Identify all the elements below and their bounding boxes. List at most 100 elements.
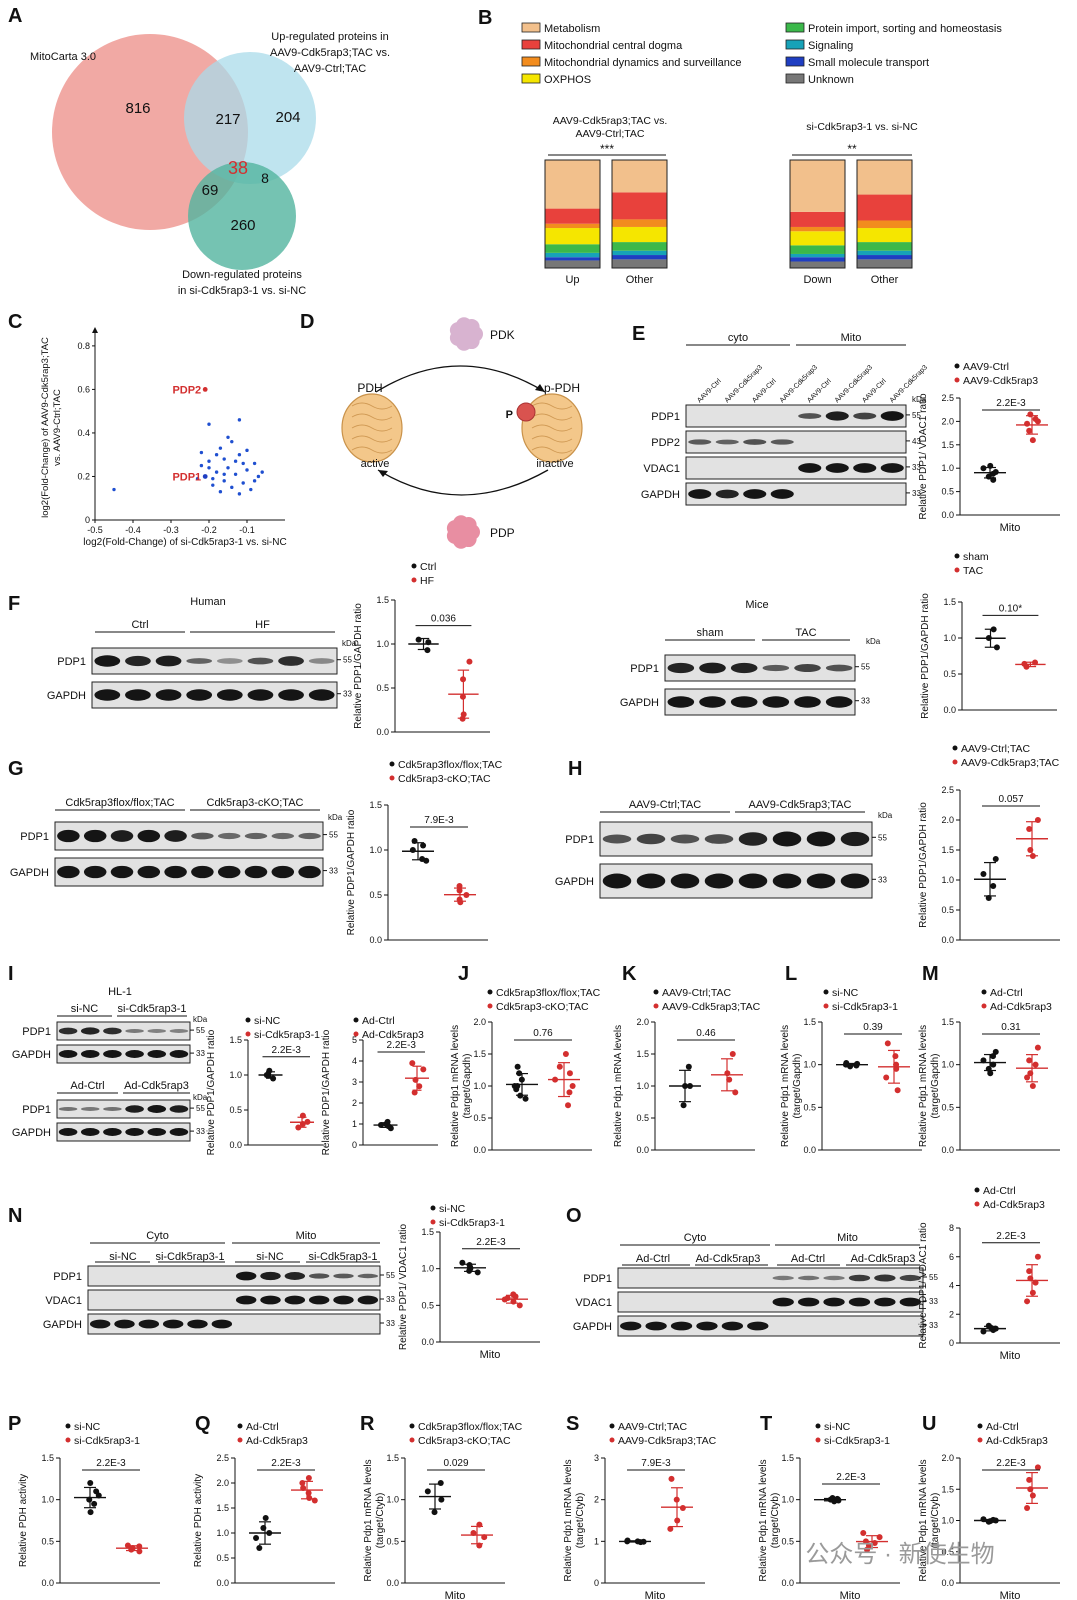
group-label: Mito	[296, 1230, 317, 1242]
legend-entry: si-NC	[74, 1421, 101, 1433]
blot-band	[186, 658, 213, 664]
blot-row-label: GAPDH	[555, 876, 594, 888]
data-point	[262, 1515, 269, 1521]
blot-band	[899, 1274, 921, 1282]
legend-swatch	[785, 39, 805, 50]
y-tick-label: 1.5	[941, 440, 954, 450]
y-axis-label: (target/Ctyb)	[575, 1493, 586, 1549]
data-point	[1024, 1298, 1031, 1305]
legend-entry: Cdk5rap3flox/flox;TAC	[418, 1421, 523, 1433]
panel-letter: T	[760, 1413, 772, 1435]
y-tick-label: 0.5	[803, 1102, 816, 1112]
data-point	[1029, 1492, 1036, 1499]
blot-band	[216, 658, 243, 664]
data-point	[860, 1530, 867, 1536]
mito-crista	[531, 446, 573, 454]
blot-band	[308, 689, 335, 701]
y-tick-label: 0.2	[77, 471, 90, 481]
y-tick-label: 1.5	[421, 1227, 434, 1237]
blot-band	[645, 1321, 667, 1331]
y-tick-label: 0.0	[941, 510, 954, 520]
blot-band	[155, 655, 182, 667]
stacked-segment	[857, 160, 912, 195]
y-tick-label: 0.5	[41, 1536, 54, 1546]
venn-count: 204	[275, 109, 300, 126]
y-tick-label: 1.0	[636, 1081, 649, 1091]
mitochondrion-icon	[521, 393, 583, 463]
blot-band	[696, 1321, 718, 1331]
bar-outline	[856, 159, 913, 269]
y-tick-label: 0.0	[803, 1145, 816, 1155]
bar-category-label: Down	[803, 274, 831, 286]
blot-strip	[56, 1021, 191, 1041]
blot-band	[216, 689, 243, 701]
legend-entry: si-NC	[254, 1015, 281, 1027]
mitochondrion-icon	[341, 393, 403, 463]
blot-band	[114, 1319, 135, 1329]
y-tick-label: 1.0	[941, 1516, 954, 1526]
legend-marker	[823, 989, 829, 995]
blot-band	[57, 829, 80, 843]
blot-band	[636, 833, 666, 845]
stacked-segment	[857, 255, 912, 260]
blot-row-label: PDP1	[630, 663, 659, 675]
legend-swatch	[785, 73, 805, 84]
legend-marker	[952, 759, 958, 765]
blot-strip	[87, 1265, 381, 1287]
y-tick-label: 0.8	[77, 341, 90, 351]
venn-count: 69	[202, 182, 219, 199]
blot-band	[670, 834, 700, 844]
legend-entry: AAV9-Cdk5rap3;TAC	[662, 1001, 761, 1013]
lane-label: AAV9-Ctrl	[861, 378, 888, 405]
mw-label: 33	[343, 690, 352, 699]
data-point	[1024, 1074, 1031, 1081]
y-tick-label: 0.0	[229, 1140, 242, 1150]
blot-band	[217, 832, 241, 840]
cohort-label: Human	[190, 596, 225, 608]
y-tick-label: 1.0	[386, 1495, 399, 1505]
legend-entry: sham	[963, 551, 989, 563]
legend-marker	[409, 1437, 415, 1443]
y-axis-label: Relative Pdp1 mRNA levels	[918, 1025, 929, 1147]
blot-row-label: GAPDH	[12, 1127, 51, 1139]
data-point	[222, 479, 226, 483]
data-point	[980, 1328, 987, 1335]
blot-band	[110, 830, 134, 842]
mito-crista	[351, 413, 393, 421]
bar-category-label: Other	[626, 274, 654, 286]
kda-label: kDa	[866, 637, 881, 646]
y-tick-label: 3	[594, 1453, 599, 1463]
p-value: 2.2E-3	[836, 1472, 866, 1483]
mw-label: 33	[912, 463, 921, 472]
blot-band	[80, 1050, 100, 1058]
legend-marker	[411, 577, 417, 583]
axis-arrow	[92, 327, 98, 333]
blot-strip	[87, 1289, 381, 1311]
mito-crista	[531, 413, 573, 421]
y-tick-label: 1.0	[941, 875, 954, 885]
blot-band	[308, 658, 335, 664]
y-tick-label: 0.5	[941, 1547, 954, 1557]
legend-marker	[487, 1003, 493, 1009]
data-point	[562, 1051, 569, 1057]
legend-entry: si-Cdk5rap3-1	[832, 1001, 898, 1013]
panel-letter: B	[478, 7, 492, 29]
blot-band	[853, 463, 877, 473]
blot-band	[244, 865, 268, 879]
cohort-label: Mice	[745, 599, 768, 611]
blot-band	[58, 1050, 78, 1058]
y-axis-label: Relative Pdp1 mRNA levels	[758, 1459, 769, 1581]
legend-entry: si-Cdk5rap3-1	[439, 1217, 505, 1229]
x-tick-label: -0.2	[201, 525, 217, 535]
stacked-segment	[612, 250, 667, 256]
blot-band	[874, 1274, 896, 1282]
data-point	[241, 481, 245, 485]
y-tick-label: 0.0	[421, 1337, 434, 1347]
legend-entry: Cdk5rap3-cKO;TAC	[418, 1435, 511, 1447]
legend-marker	[954, 377, 960, 383]
mw-label: 55	[878, 833, 887, 842]
blot-band	[94, 655, 121, 667]
data-point	[1029, 437, 1036, 444]
comparison-title: AAV9-Ctrl;TAC	[575, 128, 644, 140]
stacked-segment	[545, 257, 600, 261]
